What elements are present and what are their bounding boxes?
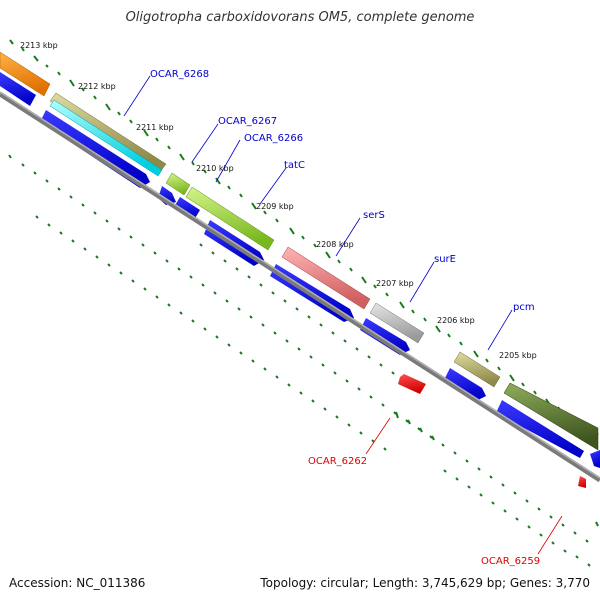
kbp-label-2213: 2213 kbp — [20, 41, 58, 50]
cds-forward-7[interactable] — [360, 318, 410, 355]
gene-label-ocar-6268[interactable]: OCAR_6268 — [150, 69, 209, 80]
gene-label-sure[interactable]: surE — [434, 254, 456, 265]
cog-bar-lime-small[interactable] — [165, 172, 191, 196]
inner-tick-row-3 — [35, 215, 599, 567]
inner-tick-row-2 — [199, 243, 395, 375]
genome-summary-text: Topology: circular; Length: 3,745,629 bp… — [260, 576, 590, 590]
cog-bar-lime[interactable] — [185, 186, 275, 251]
genome-backbone — [0, 91, 600, 483]
gene-label-sers[interactable]: serS — [363, 210, 385, 221]
kbp-label-2209: 2209 kbp — [256, 202, 294, 211]
kbp-label-2207: 2207 kbp — [376, 279, 414, 288]
cog-bar-salmon[interactable] — [281, 246, 371, 310]
kbp-label-2205: 2205 kbp — [499, 351, 537, 360]
cog-bar-khaki-2[interactable] — [453, 351, 501, 388]
outer-tick-row — [9, 39, 599, 436]
map-title: Oligotropha carboxidovorans OM5, complet… — [125, 10, 475, 25]
cds-forward-8[interactable] — [444, 368, 486, 401]
kbp-label-2210: 2210 kbp — [196, 164, 234, 173]
cds-reverse-2[interactable] — [578, 476, 586, 488]
cds-forward-1[interactable] — [0, 72, 36, 106]
inner-tick-row-1 — [8, 154, 589, 543]
cds-forward-4[interactable] — [174, 197, 200, 220]
gene-label-ocar-6266[interactable]: OCAR_6266 — [244, 133, 303, 144]
gene-label-ocar-6267[interactable]: OCAR_6267 — [218, 116, 277, 127]
cog-bar-cyan[interactable] — [49, 99, 163, 177]
kbp-label-2211: 2211 kbp — [136, 123, 174, 132]
gene-label-ocar-6262[interactable]: OCAR_6262 — [308, 456, 367, 467]
cds-forward-10[interactable] — [590, 450, 600, 468]
accession-text: Accession: NC_011386 — [9, 576, 146, 590]
kbp-label-2208: 2208 kbp — [316, 240, 354, 249]
kbp-label-2206: 2206 kbp — [437, 316, 475, 325]
gene-label-pcm[interactable]: pcm — [513, 302, 535, 313]
gene-label-tatc[interactable]: tatC — [284, 160, 305, 171]
gene-label-ocar-6259[interactable]: OCAR_6259 — [481, 556, 540, 567]
cds-forward-9[interactable] — [496, 400, 584, 458]
cds-forward-2[interactable] — [40, 110, 150, 188]
reverse-cds-track — [398, 374, 586, 488]
cog-bar-olive[interactable] — [503, 382, 599, 451]
label-leaders — [123, 75, 563, 555]
cds-reverse-1[interactable] — [398, 374, 426, 394]
cog-bar-orange[interactable] — [0, 51, 51, 97]
kbp-label-2212: 2212 kbp — [78, 82, 116, 91]
cog-track — [0, 51, 599, 451]
cog-bar-grey[interactable] — [369, 302, 425, 344]
